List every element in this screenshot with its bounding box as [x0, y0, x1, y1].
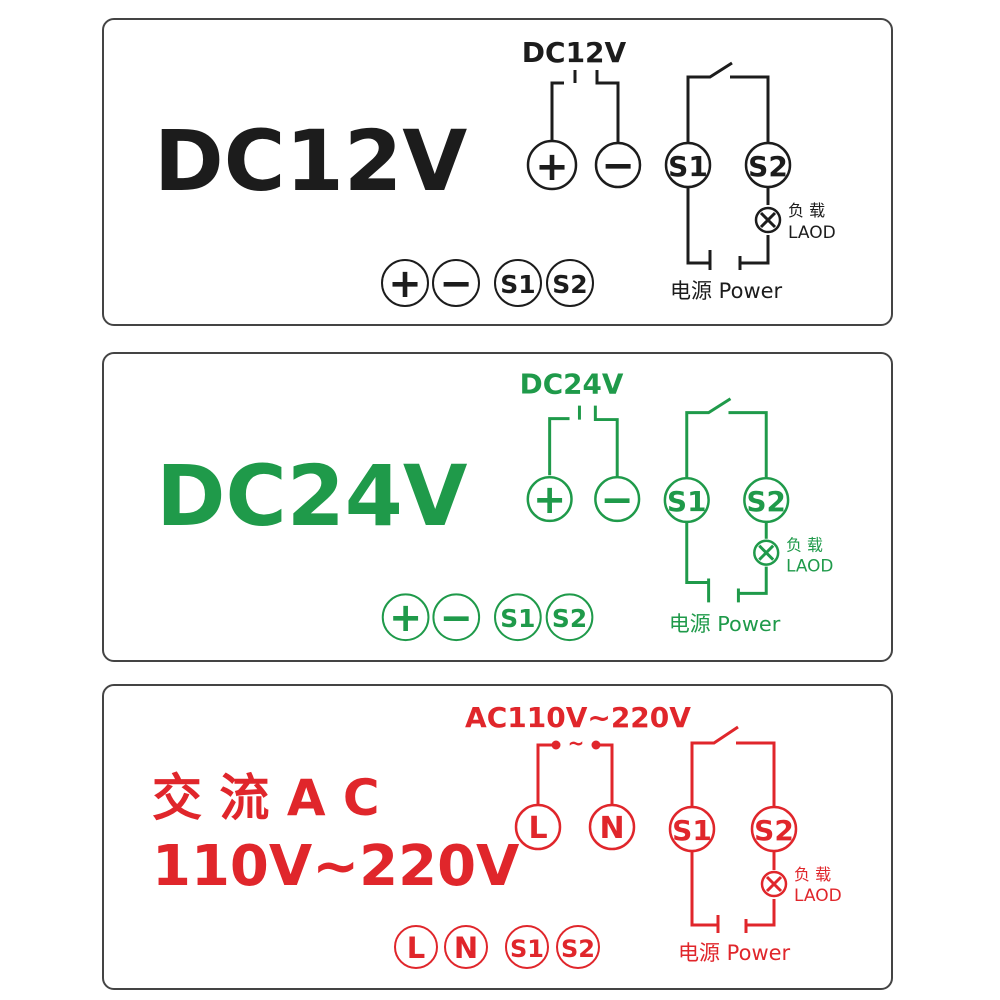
terminal-n: N	[588, 803, 636, 851]
strip-terminal-s2	[556, 925, 600, 969]
strip-terminal-minus-label: −	[440, 595, 473, 641]
strip-terminal-n	[444, 925, 488, 969]
power-wire-left	[690, 852, 720, 933]
supply-label: AC110V~220V	[465, 701, 691, 734]
load-label-en: LAOD	[786, 556, 833, 576]
supply-dot-left	[551, 740, 561, 750]
terminal-minus: −	[594, 475, 641, 523]
terminal-minus-label: −	[601, 143, 635, 189]
power-wire-right	[738, 235, 770, 270]
strip-terminal-minus	[432, 593, 481, 642]
strip-terminal-minus-label: −	[439, 261, 473, 307]
supply-label: DC12V	[522, 36, 627, 69]
switch-left-wire	[685, 397, 732, 478]
strip-terminal-s1	[494, 259, 542, 307]
load-lamp-icon	[760, 870, 788, 898]
terminal-n-label: N	[599, 811, 624, 846]
panel-dc12v: DC12V DC12V + − S1 S2 负 载 LAOD 电源 Power …	[102, 18, 893, 326]
terminal-minus: −	[594, 141, 642, 189]
power-wire-left	[685, 522, 711, 603]
terminal-s2: S2	[750, 805, 798, 853]
switch-left-wire	[686, 61, 733, 143]
power-wire-right	[736, 566, 768, 603]
strip-terminal-s2-label: S2	[552, 270, 587, 299]
terminal-s1-label: S1	[668, 150, 708, 183]
supply-wire-minus	[593, 405, 619, 478]
terminal-strip: + − S1 S2	[381, 593, 594, 642]
power-wire-left	[686, 188, 712, 270]
terminal-s1: S1	[663, 476, 710, 524]
terminal-l-label: L	[528, 811, 547, 846]
terminal-s2: S2	[744, 141, 792, 189]
wiring-diagram-dc12v: DC12V DC12V + − S1 S2 负 载 LAOD 电源 Power …	[154, 36, 836, 307]
strip-terminal-l	[394, 925, 438, 969]
terminal-l: L	[514, 803, 562, 851]
ac-label: 交 流 A C	[152, 769, 380, 827]
strip-terminal-minus	[432, 259, 480, 307]
terminal-plus-label: +	[535, 144, 569, 190]
strip-terminal-plus-label: +	[388, 261, 422, 307]
power-label: 电源 Power	[678, 941, 791, 965]
supply-tilde: ~	[568, 731, 585, 755]
panel-dc24v: DC24V DC24V + − S1 S2 负 载 LAOD 电源 Power …	[102, 352, 893, 662]
terminal-s2-label: S2	[748, 150, 788, 183]
load-lamp-icon	[753, 539, 780, 566]
terminal-s2-label: S2	[754, 814, 794, 847]
panel-ac110-220v: ~ AC110V~220V 交 流 A C 110V~220V L N S1 S…	[102, 684, 893, 990]
terminal-s1-label: S1	[672, 814, 712, 847]
load-label-cn: 负 载	[788, 201, 825, 220]
load-label-cn: 负 载	[794, 865, 831, 884]
terminal-s2: S2	[743, 476, 790, 524]
supply-wire-l	[536, 743, 556, 805]
wiring-diagram-ac: ~ AC110V~220V 交 流 A C 110V~220V L N S1 S…	[152, 701, 842, 969]
strip-terminal-plus-label: +	[389, 595, 422, 641]
terminal-plus: +	[526, 139, 578, 191]
power-label: 电源 Power	[669, 612, 781, 636]
load-lamp-icon	[754, 206, 782, 234]
load-label-en: LAOD	[794, 886, 842, 906]
voltage-label: DC12V	[154, 112, 467, 210]
strip-terminal-s1-label: S1	[500, 270, 535, 299]
terminal-s1: S1	[668, 805, 716, 853]
load-label-en: LAOD	[788, 223, 836, 243]
strip-terminal-plus	[381, 259, 429, 307]
terminal-s1-label: S1	[667, 485, 706, 518]
strip-terminal-plus	[381, 593, 430, 642]
terminal-plus: +	[526, 475, 573, 523]
switch-right-wire	[736, 741, 776, 807]
strip-terminal-s2	[545, 593, 594, 642]
switch-right-wire	[730, 75, 770, 143]
voltage-label: DC24V	[156, 448, 468, 545]
strip-terminal-l-label: L	[407, 931, 425, 965]
switch-left-wire	[690, 725, 739, 807]
supply-label: DC24V	[520, 368, 624, 401]
wiring-diagram-dc24v: DC24V DC24V + − S1 S2 负 载 LAOD 电源 Power …	[156, 368, 833, 642]
strip-terminal-s1-label: S1	[500, 604, 535, 633]
terminal-strip: L N S1 S2	[394, 925, 600, 969]
load-label-cn: 负 载	[786, 536, 823, 555]
voltage-label: 110V~220V	[152, 834, 520, 899]
power-label: 电源 Power	[670, 279, 783, 303]
strip-terminal-s2-label: S2	[561, 935, 595, 963]
strip-terminal-s1-label: S1	[510, 935, 544, 963]
strip-terminal-s2-label: S2	[552, 604, 587, 633]
terminal-strip: + − S1 S2	[381, 259, 594, 307]
strip-terminal-s2	[546, 259, 594, 307]
terminal-s1: S1	[664, 141, 712, 189]
terminal-minus-label: −	[601, 477, 634, 523]
strip-terminal-n-label: N	[454, 931, 478, 965]
power-wire-right	[744, 899, 776, 933]
strip-terminal-s1	[505, 925, 549, 969]
supply-wire-plus	[548, 405, 581, 476]
terminal-plus-label: +	[533, 477, 566, 523]
supply-wire-minus	[595, 70, 620, 143]
switch-right-wire	[728, 411, 768, 478]
terminal-s2-label: S2	[747, 485, 786, 518]
supply-wire-n	[596, 743, 614, 805]
supply-dot-right	[591, 740, 601, 750]
strip-terminal-s1	[494, 593, 542, 642]
